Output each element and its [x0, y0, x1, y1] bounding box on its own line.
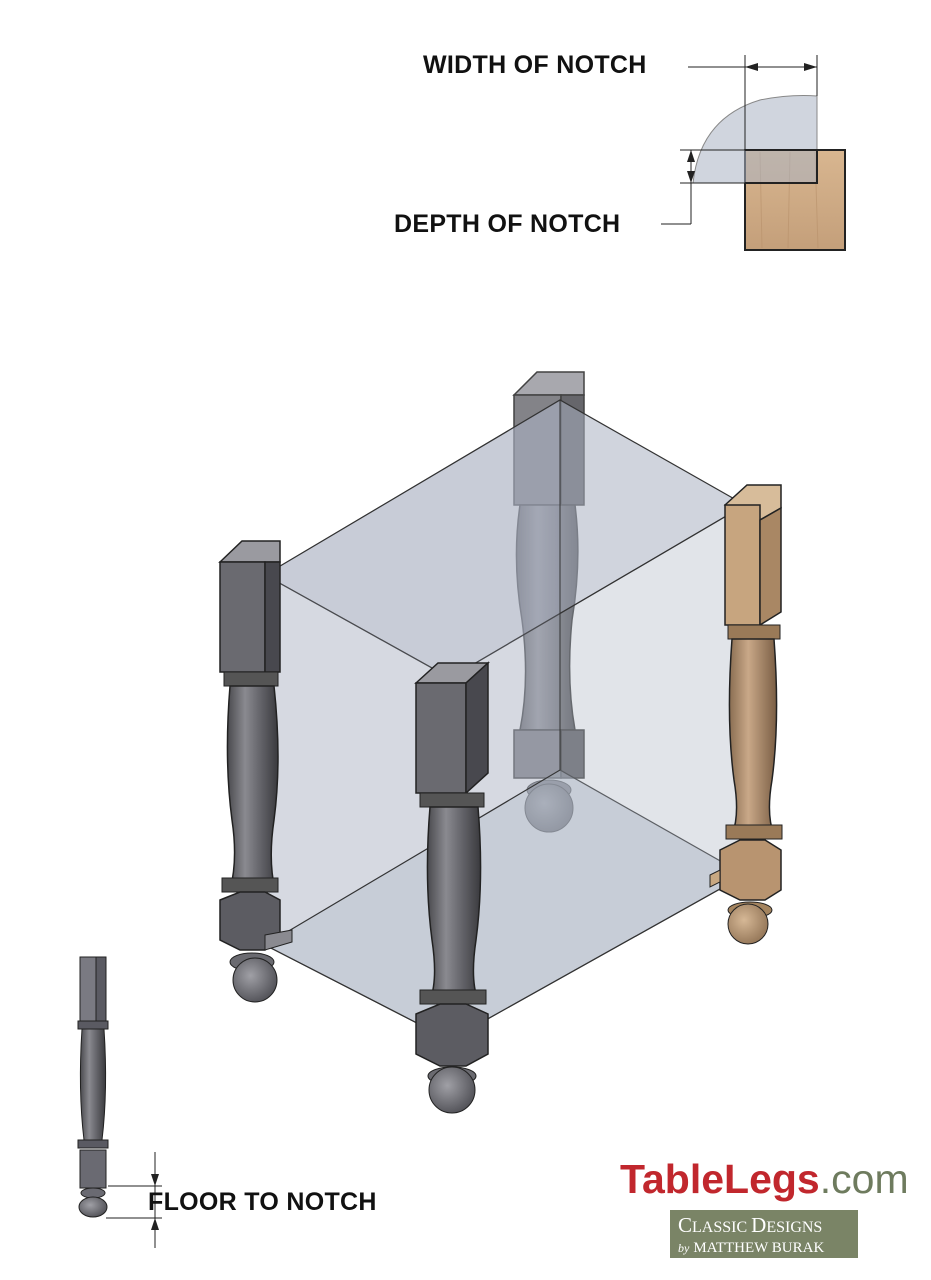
notch-detail: WIDTH OF NOTCH DEPTH OF NOTCH	[394, 51, 846, 251]
leg-left	[218, 540, 293, 1003]
brand-name-suffix: .com	[820, 1156, 909, 1202]
glass-top-edge	[692, 95, 818, 184]
table-assembly	[218, 371, 783, 1114]
notch-cutout	[745, 149, 818, 184]
badge-line-1: CLASSIC DESIGNS	[678, 1213, 822, 1237]
width-arrow-right	[804, 63, 817, 71]
leg-right-wood	[709, 484, 783, 945]
classic-designs-badge	[670, 1210, 858, 1258]
depth-arrow-bottom	[687, 171, 695, 183]
leg-front	[414, 661, 490, 1114]
depth-arrow-top	[687, 150, 695, 162]
brand-name: TableLegs.com	[620, 1156, 909, 1202]
single-leg-detail: FLOOR TO NOTCH	[77, 956, 377, 1248]
width-arrow-left	[745, 63, 758, 71]
floor-to-notch-arrow-bottom	[151, 1218, 159, 1230]
floor-to-notch-label: FLOOR TO NOTCH	[148, 1188, 377, 1216]
width-of-notch-label: WIDTH OF NOTCH	[423, 51, 647, 79]
floor-to-notch-arrow-top	[151, 1174, 159, 1186]
glass-box	[263, 399, 747, 1042]
depth-of-notch-label: DEPTH OF NOTCH	[394, 210, 620, 238]
brand-name-primary: TableLegs	[620, 1156, 820, 1202]
